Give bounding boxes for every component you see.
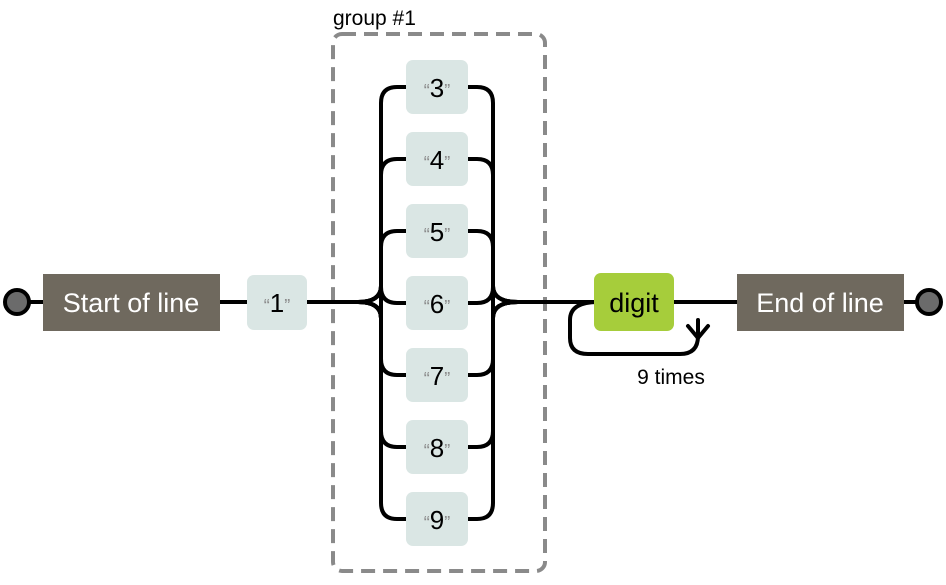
alternative-box-4 bbox=[406, 276, 468, 330]
alternative-text-7: “9” bbox=[424, 505, 450, 535]
alternative-open-quote: “ bbox=[424, 81, 430, 101]
alternative-text-4: “6” bbox=[424, 289, 450, 319]
alternative-close-quote: ” bbox=[444, 81, 450, 101]
alternative-close-quote: ” bbox=[444, 225, 450, 245]
repeat-count-label: 9 times bbox=[637, 366, 705, 389]
alternative-close-quote: ” bbox=[444, 297, 450, 317]
alternative-open-quote: “ bbox=[424, 297, 430, 317]
alternative-text-1: “3” bbox=[424, 73, 450, 103]
literal-1-text: “1” bbox=[264, 288, 290, 318]
alternative-value: 5 bbox=[430, 217, 444, 247]
alternative-box-7 bbox=[406, 492, 468, 546]
start-terminal-icon bbox=[3, 288, 31, 316]
end-terminal-icon bbox=[915, 288, 943, 316]
branch-left-3 bbox=[356, 229, 408, 304]
alternative-text-3: “5” bbox=[424, 217, 450, 247]
end-of-line-box bbox=[737, 274, 904, 331]
start-of-line-box bbox=[43, 274, 220, 331]
branch-right-3 bbox=[466, 229, 520, 304]
start-of-line-label: Start of line bbox=[63, 288, 200, 318]
repeat-arrow-icon bbox=[686, 324, 710, 340]
alternative-open-quote: “ bbox=[424, 369, 430, 389]
branch-right-7 bbox=[466, 300, 520, 521]
end-of-line-label: End of line bbox=[756, 288, 884, 318]
alternative-box-3 bbox=[406, 204, 468, 258]
alternative-value: 3 bbox=[430, 73, 444, 103]
repeat-loop bbox=[568, 300, 700, 356]
alternative-open-quote: “ bbox=[424, 225, 430, 245]
alternative-value: 7 bbox=[430, 361, 444, 391]
group-label: group #1 bbox=[333, 7, 416, 30]
literal-1-open-quote: “ bbox=[264, 296, 270, 316]
literal-1-close-quote: ” bbox=[284, 296, 290, 316]
alternative-box-2 bbox=[406, 132, 468, 186]
alternative-value: 6 bbox=[430, 289, 444, 319]
alternative-box-6 bbox=[406, 420, 468, 474]
alternative-close-quote: ” bbox=[444, 369, 450, 389]
alternative-close-quote: ” bbox=[444, 441, 450, 461]
alternation-branches bbox=[356, 85, 520, 521]
digit-token-box bbox=[594, 273, 674, 331]
alternative-text-5: “7” bbox=[424, 361, 450, 391]
literal-1-value: 1 bbox=[270, 288, 284, 318]
alternation-literals: “3”“4”“5”“6”“7”“8”“9” bbox=[406, 60, 468, 546]
alternative-open-quote: “ bbox=[424, 153, 430, 173]
alternative-open-quote: “ bbox=[424, 441, 430, 461]
alternative-value: 4 bbox=[430, 145, 444, 175]
alternative-box-1 bbox=[406, 60, 468, 114]
alternative-value: 8 bbox=[430, 433, 444, 463]
alternative-close-quote: ” bbox=[444, 513, 450, 533]
literal-1-box bbox=[247, 275, 307, 330]
alternative-text-2: “4” bbox=[424, 145, 450, 175]
branch-left-7 bbox=[356, 300, 408, 521]
alternative-close-quote: ” bbox=[444, 153, 450, 173]
alternative-open-quote: “ bbox=[424, 513, 430, 533]
digit-token-label: digit bbox=[609, 288, 659, 318]
alternative-text-6: “8” bbox=[424, 433, 450, 463]
alternative-value: 9 bbox=[430, 505, 444, 535]
alternative-box-5 bbox=[406, 348, 468, 402]
